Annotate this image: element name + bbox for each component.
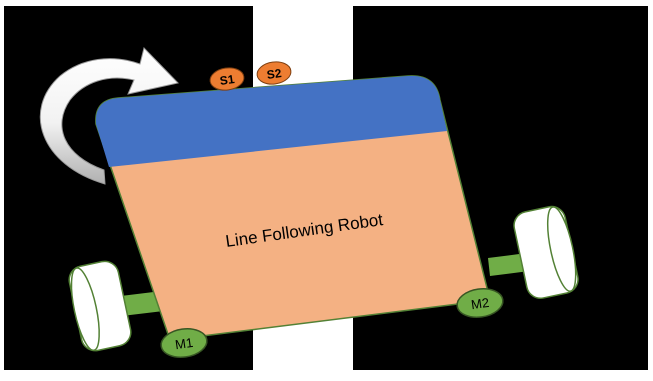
- rotation-arrow: [39, 47, 179, 185]
- right-wheel-assembly: [488, 205, 579, 300]
- left-wheel-face: [70, 267, 100, 352]
- sensor-s1-label: S1: [219, 72, 236, 88]
- sensor-s1-body: [209, 67, 245, 91]
- motor-m2-label: M2: [470, 295, 490, 312]
- robot: Line Following Robot: [95, 75, 491, 341]
- motor-m2-body: [456, 288, 504, 318]
- left-wheel-assembly: [68, 260, 172, 352]
- motor-m1-body: [160, 328, 208, 358]
- sensor-s1: S1: [209, 67, 245, 91]
- robot-top-panel: [95, 75, 447, 167]
- sensor-s2: S2: [256, 61, 292, 85]
- motor-m1: M1: [160, 328, 208, 358]
- motor-m2: M2: [456, 288, 504, 318]
- sensor-s2-body: [256, 61, 292, 85]
- motor-m1-label: M1: [174, 335, 194, 352]
- right-wheel-face: [546, 206, 577, 292]
- sensor-s2-label: S2: [266, 66, 283, 82]
